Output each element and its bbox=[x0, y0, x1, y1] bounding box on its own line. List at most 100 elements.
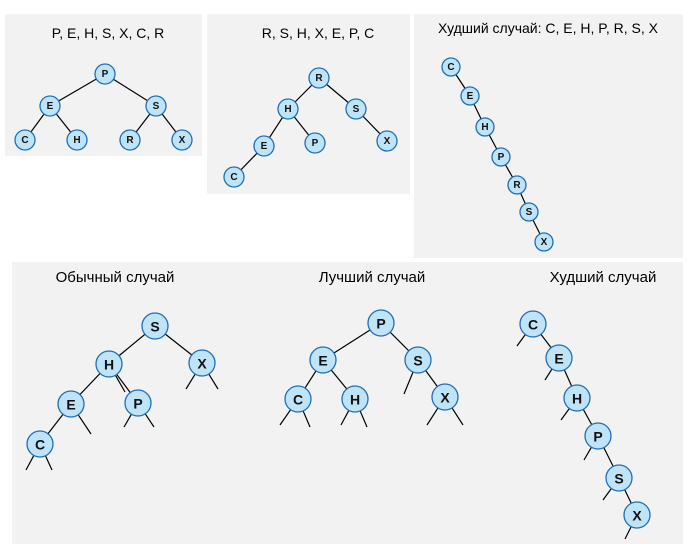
tree-node-label: S bbox=[614, 471, 623, 487]
tree-node-circle bbox=[404, 346, 432, 374]
tree-node-label: X bbox=[440, 390, 450, 406]
null-child-stub bbox=[403, 371, 414, 395]
panel-background bbox=[5, 14, 202, 156]
tree-node-S: S bbox=[141, 312, 169, 340]
tree-node-circle bbox=[623, 501, 651, 529]
tree-node-label: H bbox=[350, 392, 360, 408]
tree-node-E: E bbox=[253, 135, 275, 157]
tree-node-circle bbox=[345, 98, 367, 120]
tree-node-circle bbox=[57, 390, 85, 418]
tree-node-C: C bbox=[441, 57, 461, 77]
tree-node-circle bbox=[66, 129, 88, 151]
tree-node-R: R bbox=[507, 175, 527, 195]
tree-node-circle bbox=[584, 422, 612, 450]
tree-node-label: P bbox=[133, 396, 142, 412]
tree-node-R: R bbox=[308, 67, 330, 89]
tree-node-label: H bbox=[73, 135, 80, 146]
tree-node-circle bbox=[519, 202, 539, 222]
tree-node-X: X bbox=[376, 130, 398, 152]
tree-node-X: X bbox=[431, 383, 459, 411]
tree-node-circle bbox=[441, 57, 461, 77]
tree-node-label: X bbox=[197, 356, 207, 372]
null-child-stub bbox=[302, 410, 311, 428]
tree-node-circle bbox=[284, 385, 312, 413]
tree-node-circle bbox=[431, 383, 459, 411]
null-child-stub bbox=[583, 446, 592, 461]
tree-node-label: X bbox=[384, 136, 391, 147]
tree-node-label: H bbox=[481, 122, 488, 133]
tree-node-label: R bbox=[513, 180, 521, 191]
tree-node-label: R bbox=[126, 135, 134, 146]
null-child-stub bbox=[279, 409, 292, 426]
null-child-stub bbox=[451, 407, 464, 426]
tree-node-label: C bbox=[35, 437, 45, 453]
tree-node-circle bbox=[309, 346, 337, 374]
null-child-stub bbox=[77, 414, 92, 435]
tree-node-E: E bbox=[460, 86, 480, 106]
tree-node-label: E bbox=[318, 353, 327, 369]
panel-title-insert-order-1: P, E, H, S, X, C, R bbox=[52, 25, 165, 41]
null-child-stub bbox=[25, 455, 35, 471]
panel-background bbox=[414, 14, 683, 258]
tree-node-H: H bbox=[341, 385, 369, 413]
tree-node-circle bbox=[460, 86, 480, 106]
panel-title-insert-order-2: R, S, H, X, E, P, C bbox=[262, 25, 375, 41]
tree-node-label: X bbox=[541, 237, 548, 248]
tree-node-label: C bbox=[21, 135, 28, 146]
tree-node-P: P bbox=[367, 309, 395, 337]
tree-node-circle bbox=[507, 175, 527, 195]
tree-node-circle bbox=[223, 166, 245, 188]
tree-node-label: P bbox=[312, 138, 319, 149]
tree-node-C: C bbox=[14, 129, 36, 151]
tree-node-S: S bbox=[519, 202, 539, 222]
tree-node-circle bbox=[491, 147, 511, 167]
tree-node-circle bbox=[119, 129, 141, 151]
panel-title-best-case: Лучший случай bbox=[319, 269, 426, 286]
tree-node-label: S bbox=[353, 104, 360, 115]
tree-node-H: H bbox=[95, 350, 123, 378]
tree-node-circle bbox=[304, 132, 326, 154]
tree-node-label: P bbox=[102, 69, 109, 80]
tree-node-circle bbox=[253, 135, 275, 157]
tree-node-label: S bbox=[526, 207, 533, 218]
tree-node-circle bbox=[563, 384, 591, 412]
tree-node-E: E bbox=[309, 346, 337, 374]
tree-node-label: C bbox=[447, 62, 454, 73]
null-child-stub bbox=[516, 334, 526, 347]
tree-node-E: E bbox=[545, 344, 573, 372]
tree-node-C: C bbox=[519, 310, 547, 338]
tree-node-label: P bbox=[376, 316, 385, 332]
tree-node-H: H bbox=[66, 129, 88, 151]
null-child-stub bbox=[144, 413, 155, 428]
tree-node-label: E bbox=[47, 101, 54, 112]
null-child-stub bbox=[185, 373, 196, 390]
panel-background bbox=[207, 14, 410, 194]
null-child-stub bbox=[560, 408, 570, 421]
tree-node-E: E bbox=[57, 390, 85, 418]
tree-node-circle bbox=[95, 350, 123, 378]
tree-node-circle bbox=[171, 129, 193, 151]
tree-node-C: C bbox=[284, 385, 312, 413]
tree-node-circle bbox=[94, 63, 116, 85]
tree-node-H: H bbox=[563, 384, 591, 412]
tree-node-label: C bbox=[528, 317, 538, 333]
tree-node-S: S bbox=[345, 98, 367, 120]
tree-node-circle bbox=[475, 117, 495, 137]
tree-node-label: X bbox=[632, 508, 642, 524]
tree-node-H: H bbox=[475, 117, 495, 137]
tree-node-circle bbox=[145, 95, 167, 117]
tree-node-label: X bbox=[179, 135, 186, 146]
tree-node-label: C bbox=[293, 392, 303, 408]
tree-node-label: C bbox=[230, 172, 237, 183]
tree-node-circle bbox=[124, 389, 152, 417]
tree-node-P: P bbox=[94, 63, 116, 85]
tree-node-P: P bbox=[584, 422, 612, 450]
tree-node-P: P bbox=[124, 389, 152, 417]
tree-node-S: S bbox=[605, 464, 633, 492]
panel-title-worst-order: Худший случай: C, E, H, P, R, S, X bbox=[438, 20, 659, 36]
tree-node-circle bbox=[545, 344, 573, 372]
tree-node-circle bbox=[308, 67, 330, 89]
tree-node-R: R bbox=[119, 129, 141, 151]
tree-node-circle bbox=[188, 349, 216, 377]
